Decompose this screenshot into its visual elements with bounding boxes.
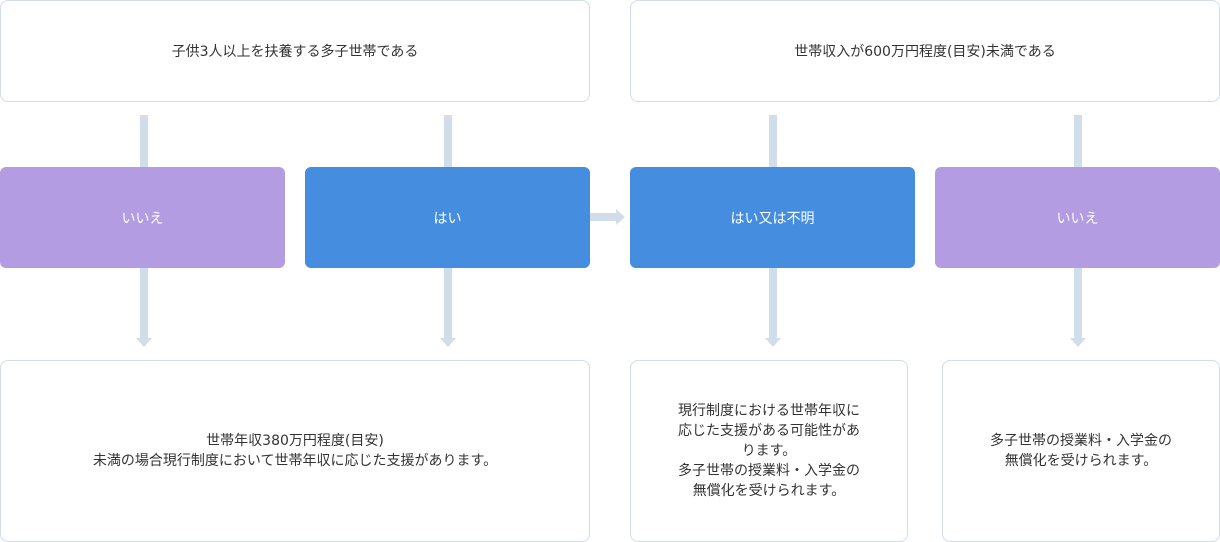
result-1-text: 世帯年収380万円程度(目安) 未満の場合現行制度において世帯年収に応じた支援が… — [92, 433, 498, 469]
connector-q1-yes — [444, 115, 452, 167]
connector-no1-result — [140, 268, 148, 338]
arrow-down-icon — [440, 338, 456, 347]
result-2-text: 現行制度における世帯年収に 応じた支援がある可能性があ ります。 多子世帯の授業… — [678, 403, 860, 499]
answer-4-label: いいえ — [1056, 210, 1099, 227]
result-free-tuition: 多子世帯の授業料・入学金の 無償化を受けられます。 — [942, 360, 1220, 542]
arrow-right-icon — [616, 209, 625, 225]
connector-no2-result — [1074, 268, 1082, 338]
connector-q1-no — [140, 115, 148, 167]
answer-box-yes-or-unknown: はい又は不明 — [630, 167, 915, 268]
answer-2-label: はい — [433, 210, 462, 227]
connector-q2-no — [1074, 115, 1082, 167]
connector-yes1-result — [444, 268, 452, 338]
answer-1-label: いいえ — [121, 210, 164, 227]
connector-yes-to-q2 — [590, 213, 616, 221]
answer-box-no-2: いいえ — [935, 167, 1220, 268]
connector-q2-yes — [769, 115, 777, 167]
arrow-down-icon — [765, 338, 781, 347]
question-1-text: 子供3人以上を扶養する多子世帯である — [171, 44, 419, 60]
answer-box-yes-1: はい — [305, 167, 590, 268]
question-household-income: 世帯収入が600万円程度(目安)未満である — [630, 0, 1220, 102]
result-3-text: 多子世帯の授業料・入学金の 無償化を受けられます。 — [990, 433, 1172, 469]
answer-box-no-1: いいえ — [0, 167, 285, 268]
answer-3-label: はい又は不明 — [730, 210, 815, 227]
question-2-text: 世帯収入が600万円程度(目安)未満である — [794, 44, 1056, 60]
result-possible-support-and-free-tuition: 現行制度における世帯年収に 応じた支援がある可能性があ ります。 多子世帯の授業… — [630, 360, 908, 542]
result-low-income-support: 世帯年収380万円程度(目安) 未満の場合現行制度において世帯年収に応じた支援が… — [0, 360, 590, 542]
question-multi-child-household: 子供3人以上を扶養する多子世帯である — [0, 0, 590, 102]
connector-yes-unknown-result — [769, 268, 777, 338]
arrow-down-icon — [136, 338, 152, 347]
arrow-down-icon — [1070, 338, 1086, 347]
